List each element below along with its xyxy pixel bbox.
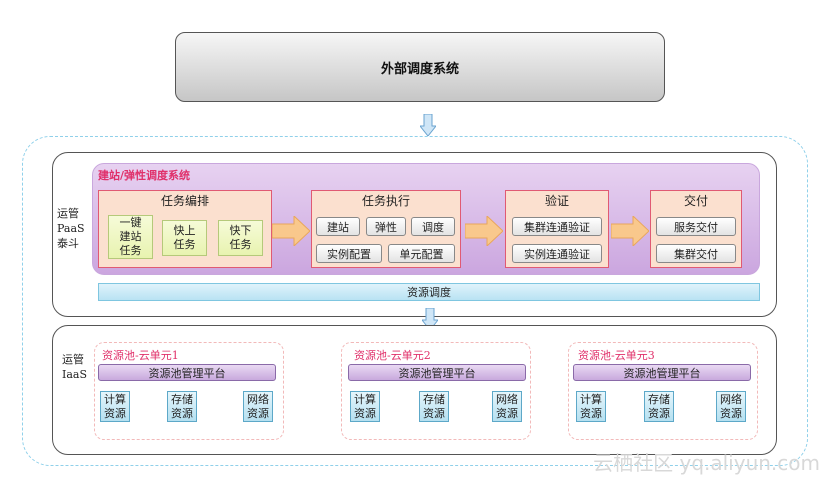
note-card: 一键 建站 任务 [108, 215, 153, 259]
network-resource: 网络 资源 [243, 391, 273, 422]
side-label-line: 运管 [62, 353, 84, 366]
group-title: 建站/弹性调度系统 [98, 169, 191, 182]
paas-side-label: 运管 PaaS 泰斗 [57, 206, 85, 251]
side-label-line: PaaS [57, 222, 85, 235]
compute-resource: 计算 资源 [100, 391, 130, 422]
resource-scheduler-bar: 资源调度 [98, 283, 760, 301]
task-button: 服务交付 [656, 217, 736, 236]
task-button: 建站 [316, 217, 360, 236]
network-resource: 网络 资源 [716, 391, 746, 422]
watermark: 云栖社区 yq.aliyun.com [593, 451, 820, 475]
side-label-line: IaaS [62, 368, 87, 381]
storage-resource: 存储 资源 [419, 391, 449, 422]
task-button: 弹性 [366, 217, 406, 236]
storage-resource: 存储 资源 [644, 391, 674, 422]
pool-manager-bar: 资源池管理平台 [98, 364, 276, 381]
side-label-line: 泰斗 [57, 237, 79, 250]
task-button: 集群交付 [656, 244, 736, 263]
stage-title: 任务执行 [361, 193, 410, 208]
task-button: 集群连通验证 [512, 217, 602, 236]
task-button: 实例连通验证 [512, 244, 602, 263]
system-boundary [22, 136, 808, 466]
iaas-side-label: 运管 IaaS [62, 352, 87, 382]
side-label-line: 运管 [57, 207, 79, 220]
down-arrow-icon [420, 114, 436, 136]
note-card: 快下 任务 [218, 220, 263, 256]
stage-title: 任务编排 [160, 193, 209, 208]
network-resource: 网络 资源 [492, 391, 522, 422]
stage-title: 交付 [683, 193, 708, 208]
pool-manager-bar: 资源池管理平台 [348, 364, 526, 381]
right-arrow-icon [611, 216, 649, 246]
task-button: 单元配置 [388, 244, 455, 263]
note-card: 快上 任务 [162, 220, 207, 256]
external-system-box: 外部调度系统 [175, 32, 665, 102]
task-button: 调度 [411, 217, 455, 236]
compute-resource: 计算 资源 [576, 391, 606, 422]
pool-title: 资源池-云单元3 [578, 349, 655, 362]
right-arrow-icon [272, 216, 310, 246]
pool-title: 资源池-云单元1 [102, 349, 179, 362]
right-arrow-icon [465, 216, 503, 246]
pool-title: 资源池-云单元2 [354, 349, 431, 362]
stage-title: 验证 [544, 193, 569, 208]
task-button: 实例配置 [316, 244, 382, 263]
storage-resource: 存储 资源 [167, 391, 197, 422]
pool-manager-bar: 资源池管理平台 [573, 364, 751, 381]
external-system-label: 外部调度系统 [380, 61, 459, 77]
compute-resource: 计算 资源 [350, 391, 380, 422]
